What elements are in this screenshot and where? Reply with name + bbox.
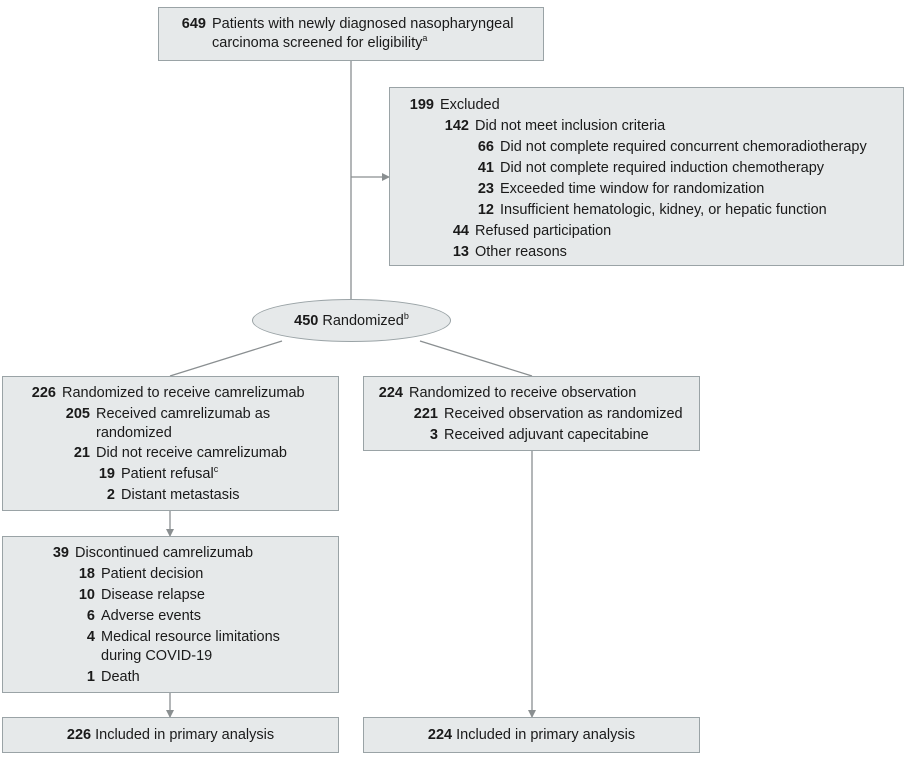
primary-analysis-observation-label: Included in primary analysis: [456, 727, 636, 743]
randomized-count: 450: [294, 313, 319, 329]
screened-text-line1: Patients with newly diagnosed nasopharyn…: [212, 16, 514, 32]
not-meet-label: Did not meet inclusion criteria: [475, 118, 666, 134]
refused-count: 44: [452, 223, 469, 239]
exclusion-item-label: Did not complete required concurrent che…: [500, 139, 867, 155]
discontinue-reason-label: Death: [101, 669, 140, 685]
refused-label: Refused participation: [475, 223, 612, 239]
refusal-count: 19: [98, 466, 115, 482]
screened-count: 649: [181, 16, 206, 32]
randomized-footnote: b: [403, 311, 409, 322]
screened-box: 649 Patients with newly diagnosed nasoph…: [158, 7, 544, 61]
received-camrelizumab-label-line2: randomized: [96, 425, 172, 441]
not-meet-count: 142: [444, 118, 469, 134]
randomized-node: 450 Randomizedb: [252, 299, 451, 342]
discontinued-box: 39 Discontinued camrelizumab 18 Patient …: [2, 536, 339, 693]
not-received-label: Did not receive camrelizumab: [96, 445, 287, 461]
exclusion-item-count: 41: [477, 160, 494, 176]
exclusion-item-count: 23: [477, 181, 494, 197]
discontinue-reason-count: 6: [86, 608, 95, 624]
randomized-label: Randomized: [322, 313, 404, 329]
exclusion-item-label: Insufficient hematologic, kidney, or hep…: [500, 202, 827, 218]
discontinue-reason-label: Patient decision: [101, 566, 204, 582]
discontinue-reason-count: 18: [78, 566, 95, 582]
camrelizumab-arm-label: Randomized to receive camrelizumab: [62, 385, 305, 401]
connector-randomized-left: [169, 340, 283, 377]
exclusion-item-label: Exceeded time window for randomization: [500, 181, 765, 197]
refusal-label: Patient refusal: [121, 466, 214, 482]
received-camrelizumab-label-line1: Received camrelizumab as: [96, 406, 271, 422]
discontinue-reason-count: 4: [86, 629, 95, 645]
discontinued-label: Discontinued camrelizumab: [75, 545, 254, 561]
discontinue-reason-label: Adverse events: [101, 608, 201, 624]
capecitabine-count: 3: [429, 427, 438, 443]
other-label: Other reasons: [475, 244, 567, 260]
excluded-box: 199 Excluded 142 Did not meet inclusion …: [389, 87, 904, 266]
other-count: 13: [452, 244, 469, 260]
primary-analysis-observation-box: 224 Included in primary analysis: [363, 717, 700, 753]
screened-footnote: a: [422, 33, 428, 44]
received-observation-label: Received observation as randomized: [444, 406, 683, 422]
metastasis-count: 2: [106, 487, 115, 503]
camrelizumab-arm-box: 226 Randomized to receive camrelizumab 2…: [2, 376, 339, 511]
screened-text-line2: carcinoma screened for eligibility: [212, 35, 423, 51]
observation-arm-count: 224: [378, 385, 403, 401]
primary-analysis-camrelizumab-count: 226: [66, 727, 92, 743]
discontinue-reason-label-line1: Medical resource limitations: [101, 629, 280, 645]
discontinued-count: 39: [52, 545, 69, 561]
excluded-total-count: 199: [409, 97, 434, 113]
metastasis-label: Distant metastasis: [121, 487, 240, 503]
refusal-footnote: c: [213, 464, 219, 475]
not-received-count: 21: [73, 445, 90, 461]
observation-arm-box: 224 Randomized to receive observation 22…: [363, 376, 700, 451]
received-observation-count: 221: [413, 406, 438, 422]
camrelizumab-arm-count: 226: [31, 385, 56, 401]
capecitabine-label: Received adjuvant capecitabine: [444, 427, 649, 443]
exclusion-item-label: Did not complete required induction chem…: [500, 160, 825, 176]
primary-analysis-observation-count: 224: [427, 727, 453, 743]
discontinue-reason-label-line2: during COVID-19: [101, 648, 213, 664]
primary-analysis-camrelizumab-box: 226 Included in primary analysis: [2, 717, 339, 753]
received-camrelizumab-count: 205: [65, 406, 90, 422]
discontinue-reason-count: 1: [86, 669, 95, 685]
excluded-total-label: Excluded: [440, 97, 500, 113]
primary-analysis-camrelizumab-label: Included in primary analysis: [95, 727, 275, 743]
exclusion-item-count: 66: [477, 139, 494, 155]
observation-arm-label: Randomized to receive observation: [409, 385, 637, 401]
exclusion-item-count: 12: [477, 202, 494, 218]
discontinue-reason-label: Disease relapse: [101, 587, 205, 603]
discontinue-reason-count: 10: [78, 587, 95, 603]
connector-randomized-right: [419, 340, 533, 377]
